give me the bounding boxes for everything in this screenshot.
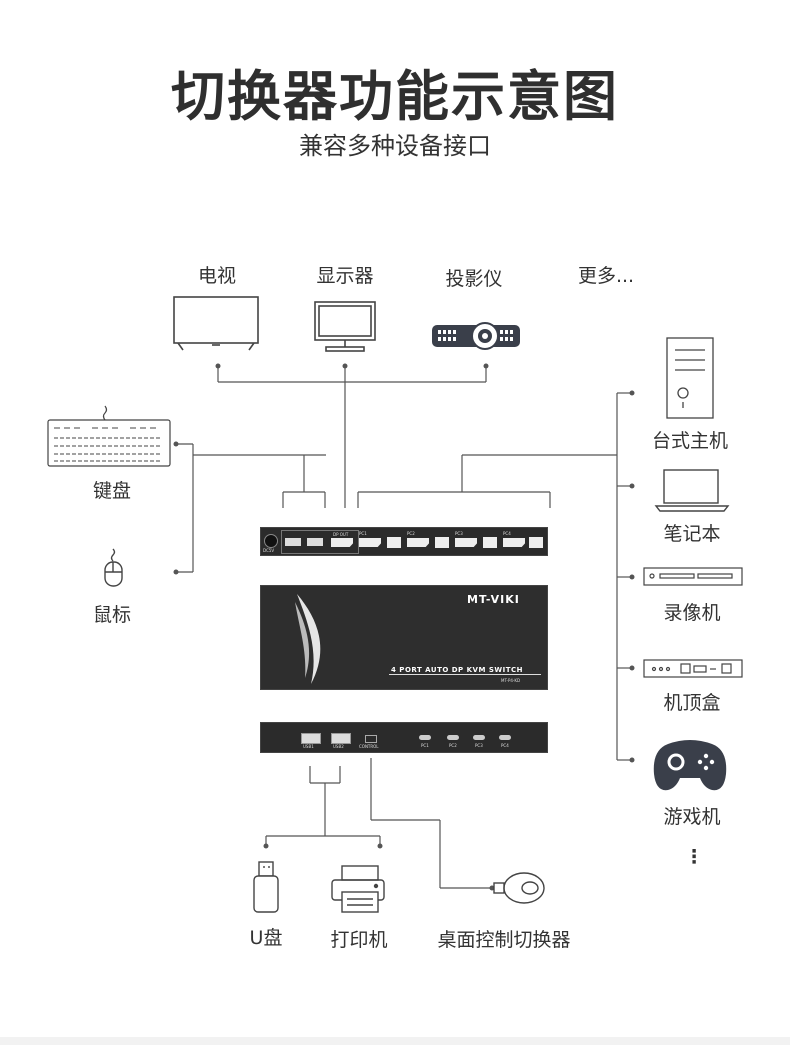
pc2-dp-port	[407, 538, 429, 547]
gamepad-icon	[653, 740, 727, 791]
port-label-pc1: PC1	[359, 531, 367, 536]
recorder-icon	[643, 567, 743, 586]
front-usb1-port	[301, 733, 321, 744]
keyboard-icon	[47, 405, 171, 467]
button-label-pc2: PC2	[449, 743, 457, 748]
connection-lines	[176, 366, 632, 889]
pc2-select-button[interactable]	[447, 735, 459, 740]
port-label-usb1: USB1	[303, 744, 314, 749]
pc1-select-button[interactable]	[419, 735, 431, 740]
printer-icon	[331, 865, 385, 913]
connection-dots	[173, 363, 635, 891]
pc2-usb-port	[435, 537, 449, 548]
port-label-pc3: PC3	[455, 531, 463, 536]
usb-port-group	[281, 530, 359, 554]
button-label-pc3: PC3	[475, 743, 483, 748]
model-name: 4 PORT AUTO DP KVM SWITCH	[391, 666, 523, 674]
port-label-pc2: PC2	[407, 531, 415, 536]
label-mouse: 鼠标	[92, 604, 132, 626]
control-port	[365, 735, 377, 743]
dp-out-port	[331, 538, 353, 547]
label-recorder: 录像机	[663, 602, 721, 624]
rear-usb-port	[307, 538, 323, 546]
pc3-usb-port	[483, 537, 497, 548]
pc3-dp-port	[455, 538, 477, 547]
monitor-icon	[314, 301, 376, 352]
projector-icon	[432, 322, 520, 350]
label-more-hosts: ⋮	[684, 846, 704, 868]
page-title: 切换器功能示意图	[171, 65, 619, 128]
button-label-pc4: PC4	[501, 743, 509, 748]
kvm-top-panel: MT-VIKI 4 PORT AUTO DP KVM SWITCH MT-P4-…	[260, 585, 548, 690]
settop-box-icon	[643, 659, 743, 678]
desk-controller-icon	[493, 872, 545, 904]
tv-icon	[173, 296, 259, 351]
model-code: MT-P4-KD	[501, 678, 521, 683]
rear-usb-port	[285, 538, 301, 546]
pc1-dp-port	[359, 538, 381, 547]
power-port	[264, 534, 278, 548]
port-label-dc: DC5V	[263, 548, 275, 553]
model-underline	[389, 674, 541, 675]
label-usb-drive: U盘	[249, 927, 283, 949]
footer-strip	[0, 1037, 790, 1045]
desktop-icon	[666, 337, 714, 419]
page-subtitle: 兼容多种设备接口	[299, 132, 491, 160]
label-monitor: 显示器	[316, 265, 374, 287]
usb-drive-icon	[253, 861, 279, 913]
front-usb2-port	[331, 733, 351, 744]
port-label-control: CONTROL	[359, 744, 379, 749]
label-gamepad: 游戏机	[663, 806, 721, 828]
label-desk-controller: 桌面控制切换器	[437, 929, 571, 951]
pc4-select-button[interactable]	[499, 735, 511, 740]
label-more-displays: 更多...	[577, 265, 635, 287]
label-laptop: 笔记本	[663, 523, 721, 545]
mouse-icon	[104, 548, 123, 587]
label-desktop: 台式主机	[651, 430, 729, 452]
port-label-usb2: USB2	[333, 744, 344, 749]
label-tv: 电视	[197, 265, 237, 287]
label-projector: 投影仪	[445, 268, 503, 290]
port-label-dp-out: DP OUT	[333, 532, 349, 537]
label-settop-box: 机顶盒	[663, 692, 721, 714]
pc4-dp-port	[503, 538, 525, 547]
kvm-front-panel: USB1 USB2 CONTROL PC1 PC2 PC3 PC4	[260, 722, 548, 753]
pc4-usb-port	[529, 537, 543, 548]
pc3-select-button[interactable]	[473, 735, 485, 740]
button-label-pc1: PC1	[421, 743, 429, 748]
label-keyboard: 键盘	[92, 480, 132, 502]
pc1-usb-port	[387, 537, 401, 548]
laptop-icon	[654, 469, 730, 512]
port-label-pc4: PC4	[503, 531, 511, 536]
brand-name: MT-VIKI	[467, 593, 520, 606]
label-printer: 打印机	[330, 929, 388, 951]
brand-leaf-logo	[295, 594, 321, 684]
kvm-rear-panel: DC5V DP OUT PC1 PC2 PC3 PC4	[260, 527, 548, 556]
